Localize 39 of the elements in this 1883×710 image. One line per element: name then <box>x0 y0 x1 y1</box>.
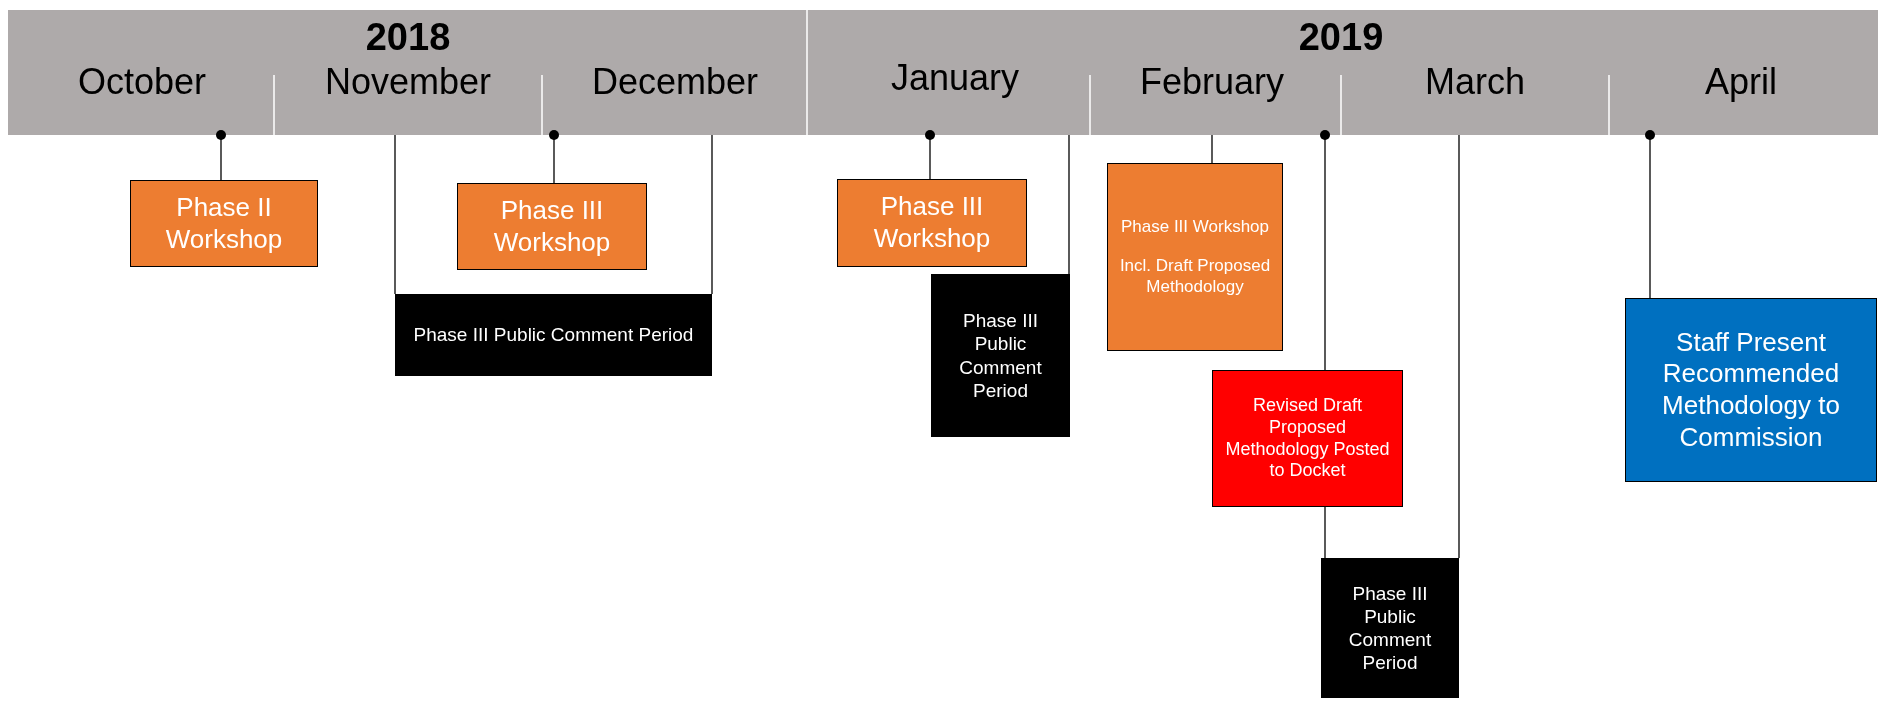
comment-period-box <box>931 274 1070 437</box>
event-text: Phase III Public Comment Period <box>1347 581 1433 675</box>
month-label: February <box>1139 64 1285 100</box>
event-text: Phase III Public Comment Period <box>958 309 1043 402</box>
event-text: Phase III Workshop <box>1120 216 1269 238</box>
event-text: Phase III Public Comment Period <box>413 323 694 347</box>
month-label: December <box>591 64 759 100</box>
month-label: January <box>890 60 1020 96</box>
bracket-line <box>1458 134 1460 559</box>
month-label: November <box>324 64 492 100</box>
month-label: April <box>1705 64 1777 100</box>
event-box <box>130 180 318 267</box>
bracket-line <box>1068 134 1070 275</box>
event-box <box>1107 163 1283 351</box>
event-text: Phase III Workshop <box>872 191 992 255</box>
event-text: Phase II Workshop <box>164 191 284 256</box>
event-box <box>1212 370 1403 507</box>
pin-connector <box>925 130 935 180</box>
comment-period-box <box>1321 558 1459 698</box>
year-label: 2018 <box>365 18 451 56</box>
event-text: Incl. Draft Proposed Methodology <box>1118 255 1272 298</box>
month-label: March <box>1425 64 1525 100</box>
pin-connector <box>1645 130 1655 299</box>
pin-connector <box>549 130 559 184</box>
event-text: Phase III Workshop <box>492 194 612 259</box>
event-box <box>837 179 1027 267</box>
pin-connector <box>216 130 226 181</box>
month-label: October <box>77 64 207 100</box>
comment-period-box <box>395 294 712 376</box>
year-label: 2019 <box>1298 18 1384 56</box>
event-box <box>1625 298 1877 482</box>
bracket-line <box>1324 506 1326 559</box>
bracket-line <box>1211 134 1213 164</box>
bracket-line <box>711 134 713 295</box>
event-text: Staff Present Recommended Methodology to Commission <box>1661 326 1841 454</box>
bracket-line <box>394 134 396 295</box>
pin-connector <box>1320 130 1330 371</box>
event-box <box>457 183 647 270</box>
event-text: Revised Draft Proposed Methodology Posted to Docket <box>1224 394 1391 483</box>
